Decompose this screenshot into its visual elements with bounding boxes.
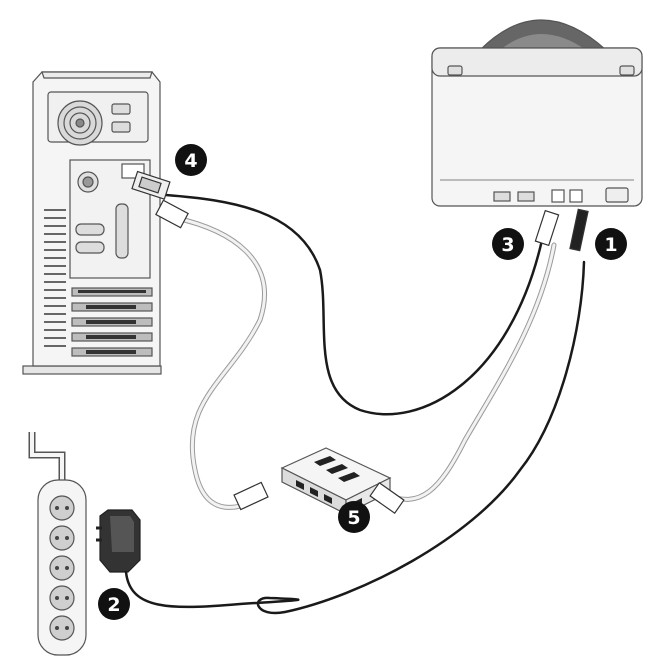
power-adapter [96, 509, 141, 573]
callout-5: 5 [338, 501, 370, 533]
callout-2: 2 [98, 588, 130, 620]
cables [124, 193, 586, 615]
power-plug-connector [569, 208, 589, 252]
scanner [431, 19, 643, 207]
connectors [131, 170, 589, 514]
callout-3: 3 [492, 228, 524, 260]
callout-5-label: 5 [347, 507, 360, 529]
parallel-port [115, 203, 129, 259]
callout-1-label: 1 [604, 234, 617, 256]
callout-4-label: 4 [184, 150, 197, 172]
outlet [49, 495, 75, 521]
rj45-connector [534, 209, 560, 247]
light-network-cable [173, 215, 267, 510]
hub-port [296, 480, 304, 490]
outlet [49, 525, 75, 551]
outlet [49, 615, 75, 641]
callout-1: 1 [595, 228, 627, 260]
rj45-connector [369, 482, 405, 514]
callout-2-label: 2 [107, 594, 120, 616]
power-socket-icon [111, 121, 131, 133]
outlet [49, 585, 75, 611]
power-cable [124, 260, 586, 615]
power-switch [605, 187, 629, 203]
usb-port [517, 191, 535, 202]
callout-4: 4 [175, 144, 207, 176]
rj45-connector [233, 481, 269, 511]
power-strip [28, 432, 87, 656]
serial-port [75, 223, 105, 236]
hub-port [310, 487, 318, 497]
usb-port [493, 191, 511, 202]
power-socket-icon [111, 103, 131, 115]
outlet [49, 555, 75, 581]
rj45-connector [155, 199, 189, 229]
power-port [569, 189, 583, 203]
computer-tower [22, 71, 162, 375]
network-port [551, 189, 565, 203]
network-hub [280, 447, 392, 515]
dark-network-cable [164, 193, 544, 416]
callout-3-label: 3 [501, 234, 514, 256]
serial-port [75, 241, 105, 254]
hub-port [324, 494, 332, 504]
